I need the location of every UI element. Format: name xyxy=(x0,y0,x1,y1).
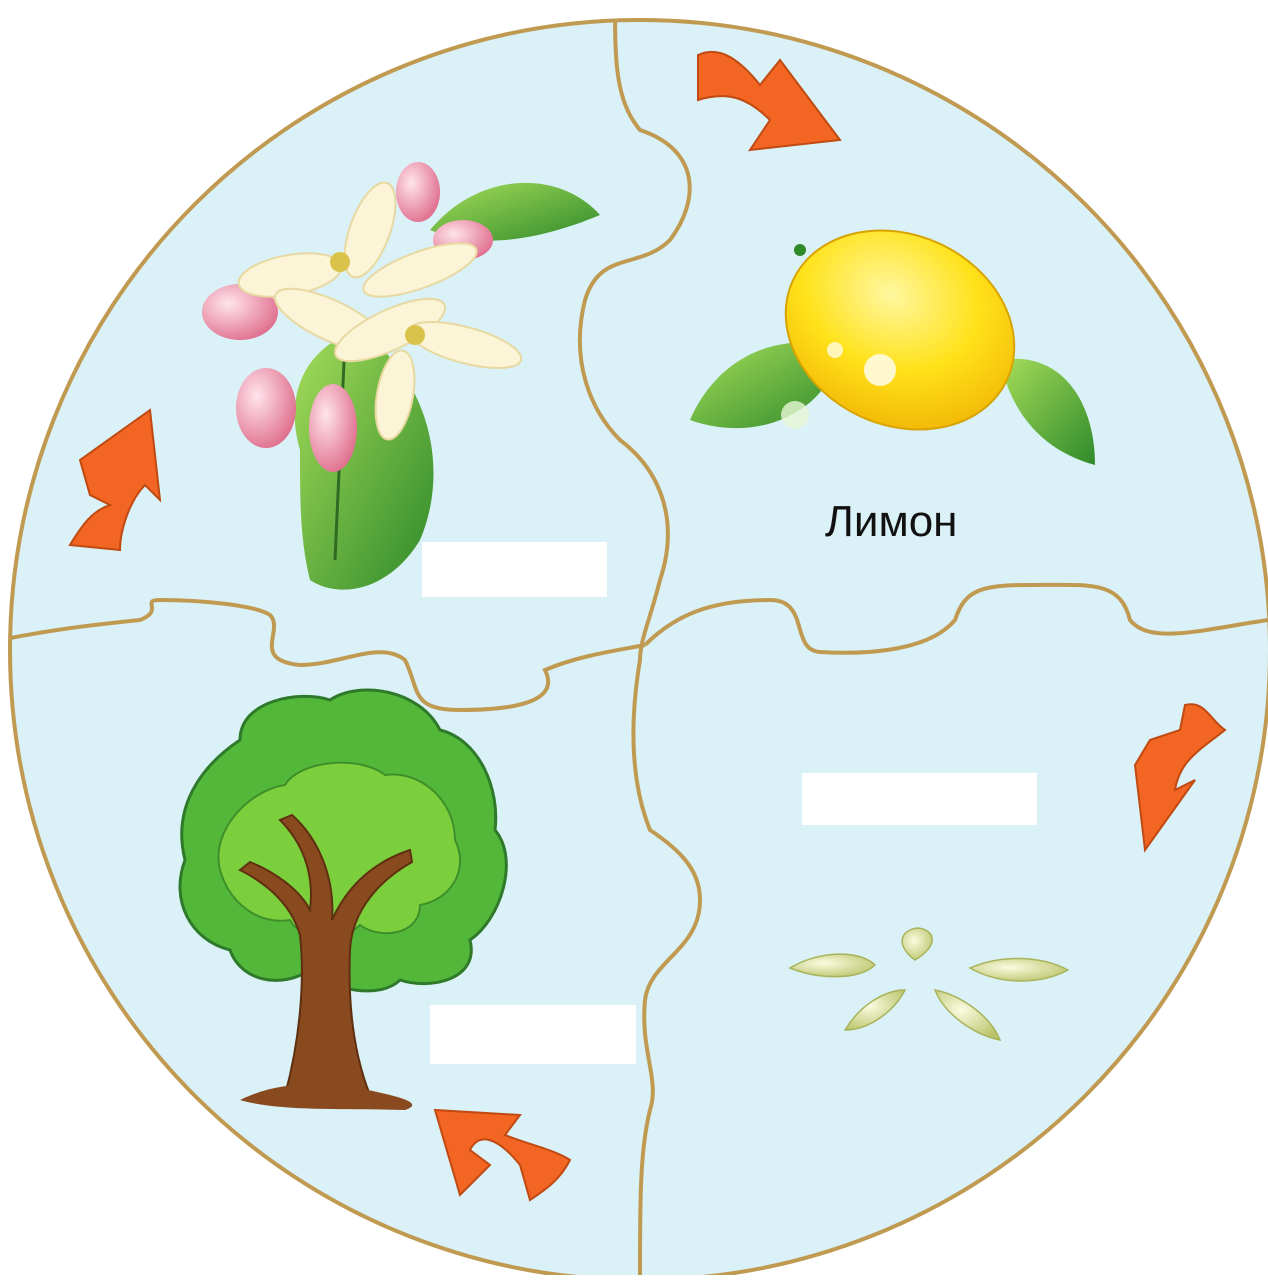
tree-label-box[interactable] xyxy=(430,1005,636,1064)
flower-label-box[interactable] xyxy=(422,542,607,597)
fruit-label: Лимон xyxy=(825,497,957,546)
seeds-label-box[interactable] xyxy=(802,773,1037,825)
